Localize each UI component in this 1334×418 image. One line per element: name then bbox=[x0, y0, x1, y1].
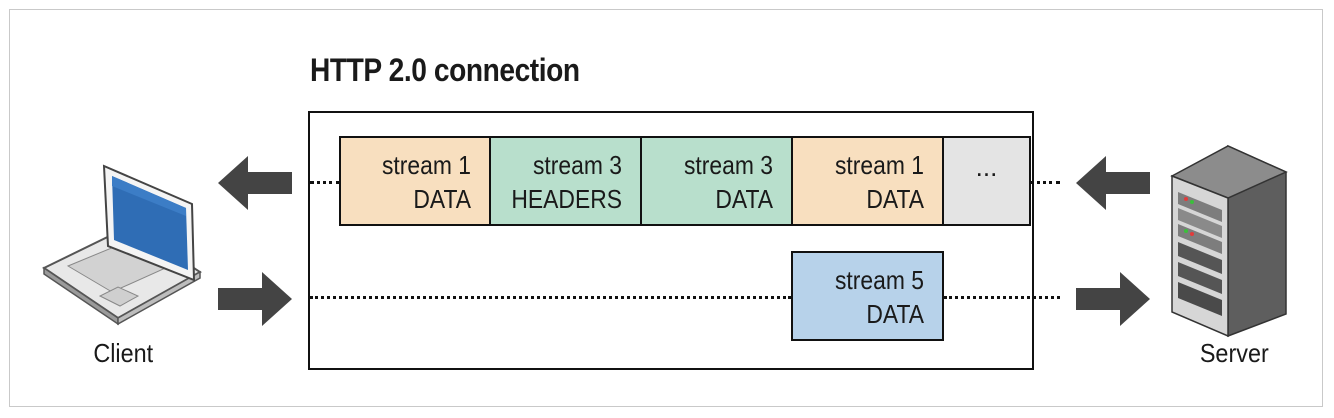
frame-more: ... bbox=[942, 136, 1031, 226]
arrow-left-icon bbox=[1076, 156, 1150, 210]
arrow-left-icon bbox=[218, 156, 292, 210]
top-dotted-line-right bbox=[1030, 181, 1060, 184]
frame-stream-label: stream 5 bbox=[834, 265, 924, 295]
top-dotted-line-left bbox=[310, 181, 340, 184]
frame-type-label: DATA bbox=[866, 184, 924, 214]
arrow-right-icon bbox=[218, 272, 292, 326]
frame-stream-label: stream 1 bbox=[381, 150, 471, 180]
frame-stream-label: stream 3 bbox=[683, 150, 773, 180]
frame-type-label: HEADERS bbox=[511, 184, 622, 214]
frame-stream1-data-2: stream 1 DATA bbox=[791, 136, 944, 226]
bottom-dotted-line-right bbox=[944, 296, 1060, 299]
frame-stream3-headers: stream 3 HEADERS bbox=[489, 136, 642, 226]
arrow-right-icon bbox=[1076, 272, 1150, 326]
connection-box bbox=[308, 111, 1034, 370]
frame-stream5-data: stream 5 DATA bbox=[791, 251, 944, 341]
frame-stream1-data: stream 1 DATA bbox=[339, 136, 491, 226]
laptop-icon bbox=[42, 164, 202, 326]
frame-type-label: DATA bbox=[715, 184, 773, 214]
frame-stream3-data: stream 3 DATA bbox=[640, 136, 793, 226]
frame-stream-label: stream 3 bbox=[532, 150, 622, 180]
server-icon bbox=[1170, 144, 1288, 338]
client-label: Client bbox=[93, 338, 154, 368]
bottom-dotted-line-left bbox=[310, 296, 791, 299]
server-label: Server bbox=[1199, 338, 1269, 368]
diagram-title: HTTP 2.0 connection bbox=[310, 52, 580, 88]
frame-type-label: DATA bbox=[866, 299, 924, 329]
more-ellipsis: ... bbox=[975, 152, 998, 182]
frame-stream-label: stream 1 bbox=[834, 150, 924, 180]
frame-type-label: DATA bbox=[413, 184, 471, 214]
